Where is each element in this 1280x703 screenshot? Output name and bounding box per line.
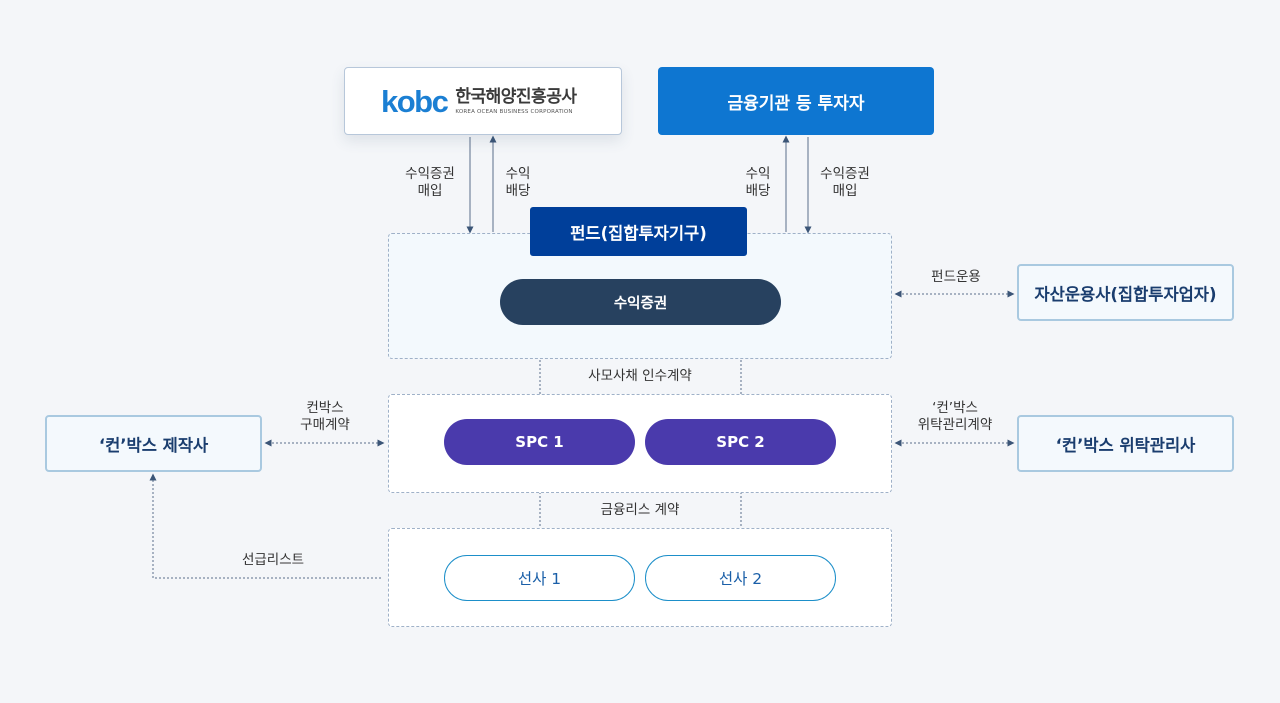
trust-manager-label: ‘컨’박스 위탁관리사 [1055, 435, 1196, 455]
kobc-dividend-label: 수익 배당 [505, 166, 531, 199]
spc2-label: SPC 2 [716, 433, 765, 451]
kobc-logo: kobc 한국해양진흥공사 KOREA OCEAN BUSINESS CORPO… [381, 83, 577, 119]
kobc-buy-label: 수익증권 매입 [405, 166, 455, 199]
investor-box: 금융기관 등 투자자 [658, 67, 934, 135]
securities-pill: 수익증권 [500, 279, 781, 325]
prepaid-lease-label: 선급리스트 [241, 552, 305, 568]
ship1-label: 선사 1 [517, 570, 562, 588]
kobc-logo-mark: kobc [381, 83, 449, 119]
fund-title: 펀드(집합투자기구) [530, 207, 747, 256]
asset-manager-label: 자산운용사(집합투자업자) [1034, 284, 1217, 304]
ship2-label: 선사 2 [718, 570, 763, 588]
investor-buy-label: 수익증권 매입 [820, 166, 870, 199]
fund-title-label: 펀드(집합투자기구) [570, 223, 707, 243]
ship1-pill: 선사 1 [444, 555, 635, 601]
kobc-box: kobc 한국해양진흥공사 KOREA OCEAN BUSINESS CORPO… [344, 67, 622, 135]
trust-contract-label: ‘컨’박스 위탁관리계약 [917, 400, 993, 433]
investor-dividend-label: 수익 배당 [745, 166, 771, 199]
manufacturer-label: ‘컨’박스 제작사 [98, 435, 209, 455]
kobc-name-en: KOREA OCEAN BUSINESS CORPORATION [455, 109, 573, 115]
securities-label: 수익증권 [613, 295, 668, 312]
manufacturer-box: ‘컨’박스 제작사 [45, 415, 262, 472]
trust-manager-box: ‘컨’박스 위탁관리사 [1017, 415, 1234, 472]
spc1-label: SPC 1 [515, 433, 564, 451]
bond-contract-label: 사모사채 인수계약 [588, 368, 692, 384]
spc2-pill: SPC 2 [645, 419, 836, 465]
kobc-name-ko: 한국해양진흥공사 [455, 87, 577, 107]
fund-management-label: 펀드운용 [931, 269, 981, 285]
investor-label: 금융기관 등 투자자 [727, 93, 865, 114]
lease-contract-label: 금융리스 계약 [600, 502, 680, 518]
purchase-contract-label: 컨박스 구매계약 [300, 400, 350, 433]
prepaid-lease-arrow [149, 473, 381, 579]
asset-manager-box: 자산운용사(집합투자업자) [1017, 264, 1234, 321]
spc1-pill: SPC 1 [444, 419, 635, 465]
ship2-pill: 선사 2 [645, 555, 836, 601]
